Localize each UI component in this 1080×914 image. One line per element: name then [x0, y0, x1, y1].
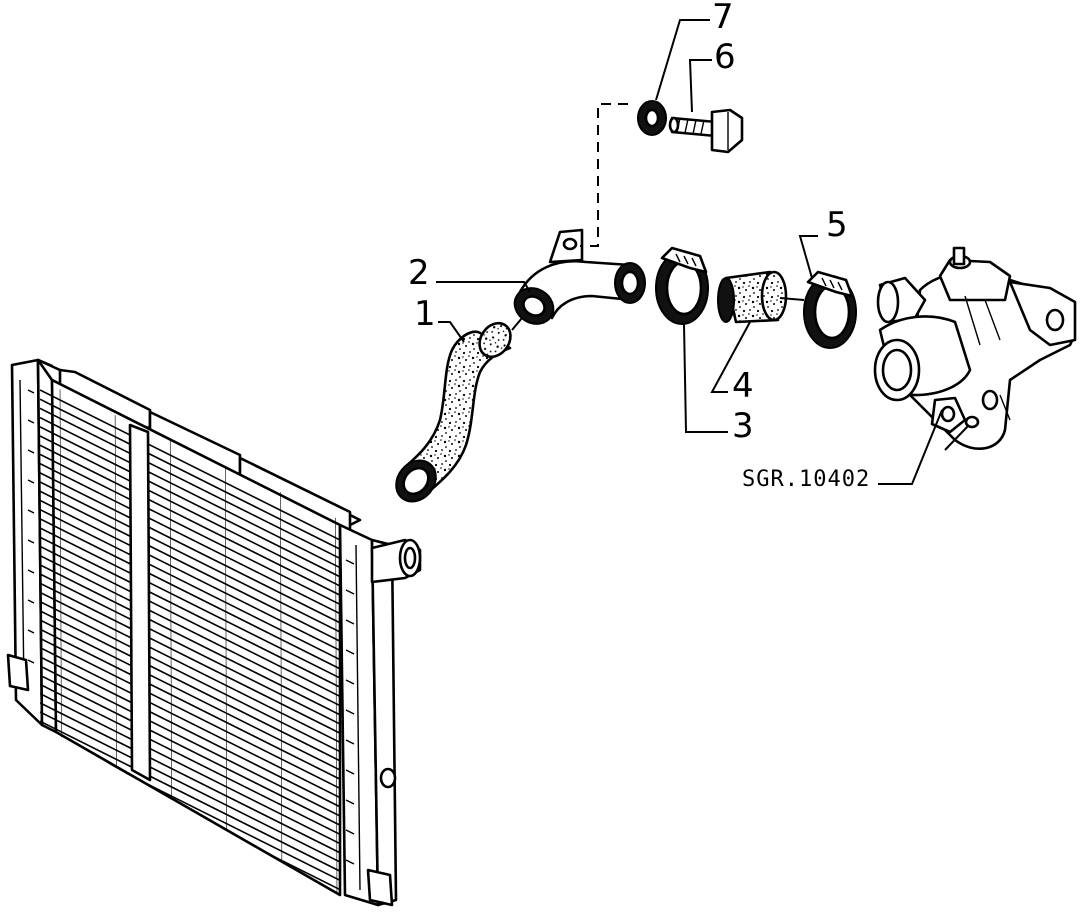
radiator-fin [40, 499, 340, 662]
radiator-fin [40, 573, 340, 735]
radiator-fin [40, 610, 340, 772]
radiator-fin-divider [224, 380, 228, 895]
hose-4 [717, 270, 788, 324]
radiator-fin [40, 656, 340, 818]
radiator-fin [40, 674, 340, 836]
radiator-fin [40, 600, 340, 763]
callout-label-2: 2 [408, 253, 430, 293]
radiator-fin [40, 527, 340, 689]
radiator-fin [40, 536, 340, 698]
radiator-fin [40, 619, 340, 781]
pipe-2 [513, 228, 646, 325]
radiator-right-tank-ribs [345, 559, 355, 865]
radiator-fin [40, 435, 340, 597]
radiator-fin [40, 702, 340, 864]
radiator-fin [40, 481, 340, 643]
radiator-fin [40, 389, 340, 551]
radiator-fin [40, 628, 340, 790]
radiator-fin [40, 490, 340, 652]
radiator-fin [40, 692, 340, 855]
callout-label-6: 6 [714, 37, 736, 77]
radiator-core-fins [40, 380, 340, 895]
radiator-fin [40, 508, 340, 671]
radiator-fin [40, 398, 340, 560]
thermostat-housing [873, 246, 1077, 451]
radiator-fin [40, 582, 340, 744]
radiator-fin [40, 591, 340, 754]
clamp-3 [655, 246, 709, 325]
radiator-fin [40, 554, 340, 717]
radiator-fin [40, 453, 340, 616]
clamp-5 [779, 270, 857, 349]
radiator-fin [40, 416, 340, 579]
radiator-outlet-pipe [370, 538, 422, 584]
callout-label-5: 5 [826, 205, 848, 245]
radiator-fin [40, 518, 340, 680]
hose-1 [395, 321, 512, 503]
radiator-fin [40, 637, 340, 800]
radiator-fin [40, 564, 340, 726]
radiator-fin [40, 711, 340, 873]
washer-7 [637, 100, 667, 136]
callout-label-1: 1 [414, 294, 436, 334]
radiator-fin [40, 683, 340, 846]
radiator-fin [40, 472, 340, 634]
radiator-left-tank-ribs [27, 389, 35, 664]
assembly-guide-dashed [580, 103, 628, 247]
callout-label-7: 7 [712, 0, 734, 37]
radiator [6, 358, 422, 907]
drawing-code: SGR.10402 [742, 467, 870, 492]
bolt-6 [668, 108, 744, 154]
radiator-fin [40, 545, 340, 708]
radiator-fin [40, 665, 340, 827]
radiator-fin [40, 444, 340, 606]
radiator-fin [40, 426, 340, 588]
callout-label-3: 3 [732, 406, 754, 446]
radiator-fin [40, 646, 340, 809]
radiator-fin [40, 462, 340, 625]
radiator-fin [40, 407, 340, 570]
radiator-fin [40, 720, 340, 882]
leader-lines [436, 19, 943, 485]
callout-label-4: 4 [732, 366, 754, 406]
